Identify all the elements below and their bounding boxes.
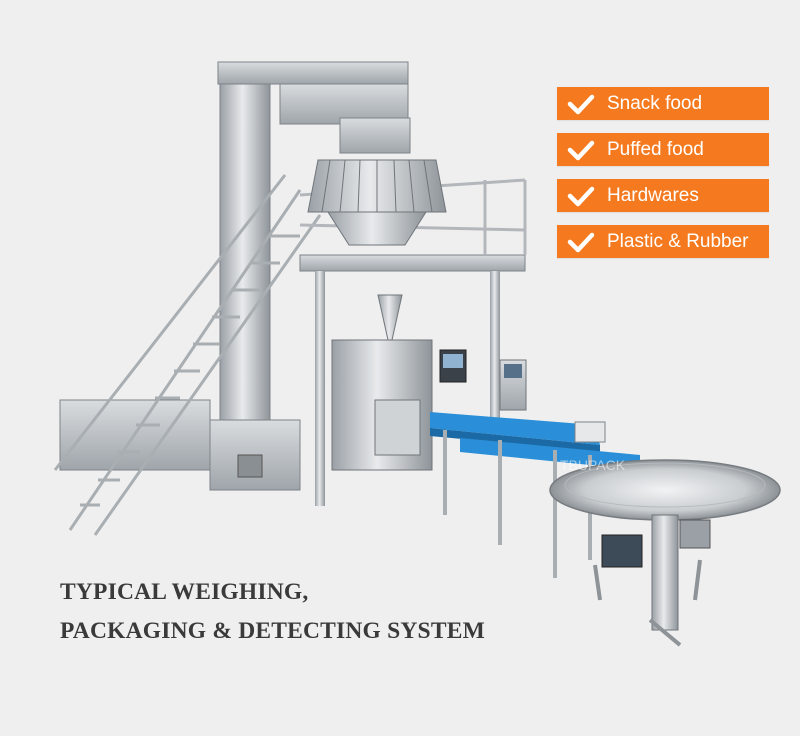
tag-label: Plastic & Rubber [607,230,749,252]
checkweigher [430,359,640,578]
headline: TYPICAL WEIGHING, PACKAGING & DETECTING … [60,573,485,651]
check-icon [567,94,595,114]
tag-puffed-food: Puffed food [557,133,769,166]
multihead-weigher [307,117,447,341]
tag-hardwares: Hardwares [557,179,769,212]
headline-line-2: PACKAGING & DETECTING SYSTEM [60,618,485,644]
tag-label: Hardwares [607,184,699,206]
tag-plastic-rubber: Plastic & Rubber [557,225,769,258]
watermark-text: TBUPACK [560,457,626,473]
check-icon [567,232,595,252]
tag-label: Puffed food [607,138,704,160]
headline-line-1: TYPICAL WEIGHING, [60,579,309,605]
check-icon [567,140,595,160]
packing-machine [331,339,467,471]
staircase [53,174,322,536]
rotary-collecting-table [549,459,781,647]
tag-snack-food: Snack food [557,87,769,120]
check-icon [567,186,595,206]
tag-label: Snack food [607,92,703,114]
